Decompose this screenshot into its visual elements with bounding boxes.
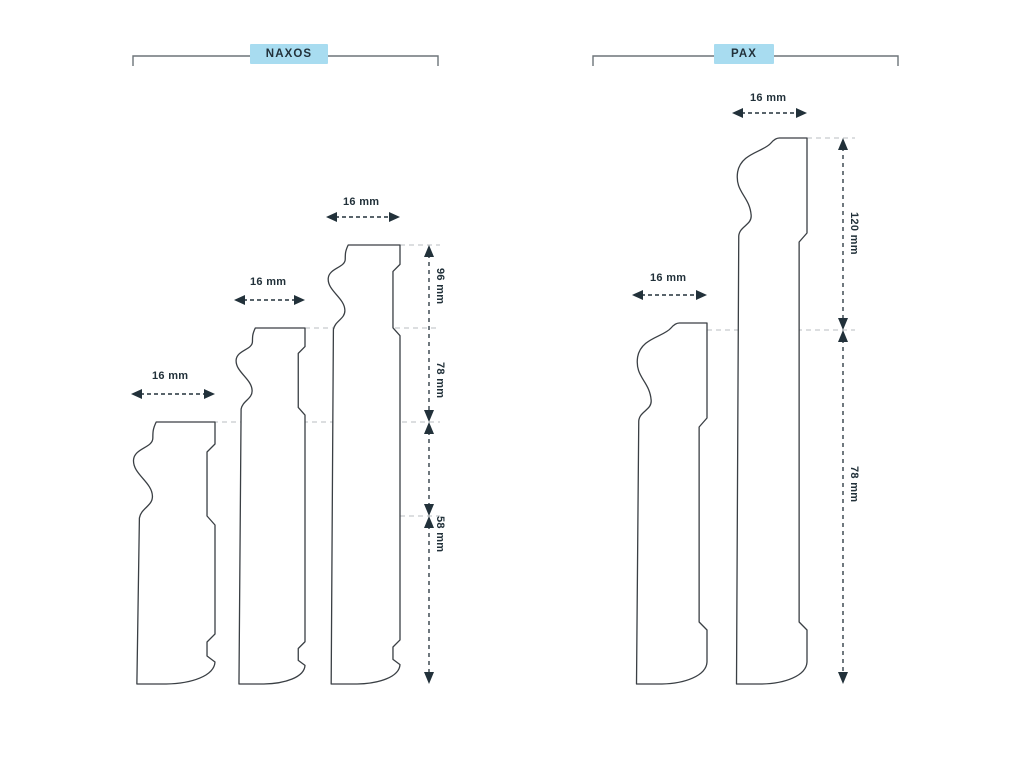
height-dimension-pax-1	[838, 330, 848, 684]
arrow-down-icon-naxos-2	[424, 672, 434, 684]
arrow-down-icon-pax-0	[838, 318, 848, 330]
arrow-left-icon-pax-120	[732, 108, 743, 118]
arrow-down-icon-naxos-1	[424, 504, 434, 516]
width-dimension-pax-78	[632, 290, 707, 300]
width-dimension-naxos-58	[131, 389, 215, 399]
width-dimension-naxos-96	[326, 212, 400, 222]
height-label-naxos-2: 58 mm	[434, 516, 446, 553]
height-label-pax-0: 120 mm	[848, 212, 860, 255]
width-label-naxos-96: 16 mm	[343, 196, 380, 208]
arrow-right-icon-pax-120	[796, 108, 807, 118]
width-label-pax-120: 16 mm	[750, 92, 787, 104]
arrow-right-icon-naxos-96	[389, 212, 400, 222]
arrow-left-icon-naxos-96	[326, 212, 337, 222]
height-dimension-pax-0	[838, 138, 848, 330]
arrow-up-icon-naxos-2	[424, 516, 434, 528]
height-dimension-naxos-1	[424, 422, 434, 516]
width-label-pax-78: 16 mm	[650, 272, 687, 284]
arrow-up-icon-pax-0	[838, 138, 848, 150]
group-label-naxos: NAXOS	[250, 44, 328, 64]
height-label-naxos-0: 96 mm	[434, 268, 446, 305]
arrow-up-icon-naxos-0	[424, 245, 434, 257]
profile-shape-pax-120	[735, 137, 808, 685]
width-label-naxos-58: 16 mm	[152, 370, 189, 382]
height-label-pax-1: 78 mm	[848, 466, 860, 503]
profile-shape-naxos-78	[235, 327, 306, 685]
profile-shape-pax-78	[635, 322, 708, 685]
arrow-down-icon-naxos-0	[424, 410, 434, 422]
height-label-naxos-1: 78 mm	[434, 362, 446, 399]
arrow-up-icon-naxos-1	[424, 422, 434, 434]
width-dimension-pax-120	[732, 108, 807, 118]
height-dimension-naxos-2	[424, 516, 434, 684]
width-label-naxos-78: 16 mm	[250, 276, 287, 288]
width-dimension-naxos-78	[234, 295, 305, 305]
group-label-pax: PAX	[714, 44, 774, 64]
profile-shape-naxos-58	[132, 421, 216, 685]
arrow-left-icon-naxos-78	[234, 295, 245, 305]
arrow-right-icon-pax-78	[696, 290, 707, 300]
arrow-left-icon-naxos-58	[131, 389, 142, 399]
arrow-right-icon-naxos-78	[294, 295, 305, 305]
arrow-down-icon-pax-1	[838, 672, 848, 684]
profile-shape-naxos-96	[327, 244, 401, 685]
arrow-right-icon-naxos-58	[204, 389, 215, 399]
height-dimension-naxos-0	[424, 245, 434, 422]
arrow-left-icon-pax-78	[632, 290, 643, 300]
arrow-up-icon-pax-1	[838, 330, 848, 342]
